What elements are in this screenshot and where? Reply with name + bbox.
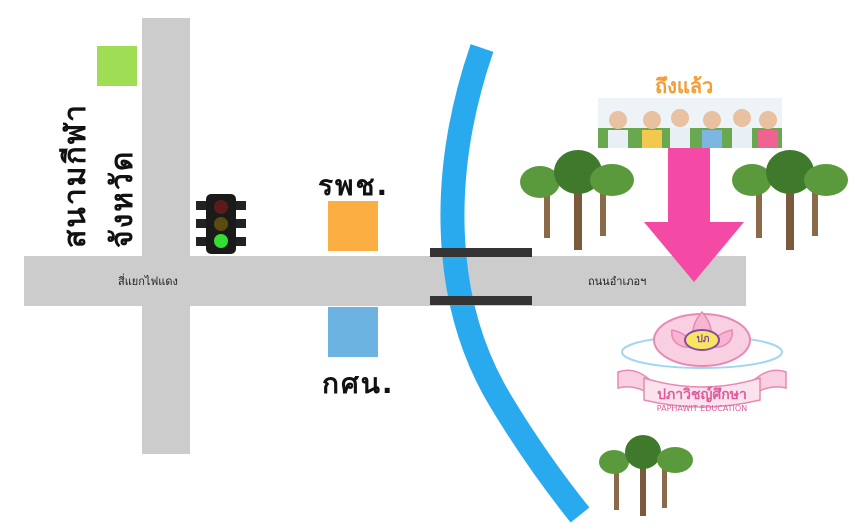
school-name-en: PAPHAWIT EDUCATION bbox=[656, 404, 748, 413]
bridge-rail-bottom bbox=[430, 296, 532, 305]
hospital-label: รพช. bbox=[318, 169, 390, 202]
tree-group-1 bbox=[520, 150, 634, 250]
school-logo bbox=[617, 310, 787, 408]
traffic-light-icon bbox=[196, 194, 246, 254]
destination-arrow bbox=[644, 146, 744, 282]
stadium-label: สนามกีฬาจังหวัด bbox=[58, 103, 140, 248]
nfe-marker bbox=[328, 307, 378, 357]
district-road-label: ถนนอำเภอฯ bbox=[588, 275, 647, 288]
bridge-rail-top bbox=[430, 248, 532, 257]
stadium-marker bbox=[97, 46, 137, 86]
nfe-label: กศน. bbox=[322, 367, 395, 400]
hospital-marker bbox=[328, 201, 378, 251]
vertical-road bbox=[142, 18, 190, 454]
river bbox=[440, 44, 590, 523]
children-photo bbox=[598, 98, 782, 148]
tree-group-2 bbox=[732, 150, 848, 250]
horizontal-road bbox=[24, 256, 746, 306]
arrived-label: ถึงแล้ว bbox=[655, 74, 714, 98]
school-logo-text: ปภ bbox=[696, 334, 710, 345]
tree-group-3 bbox=[599, 435, 693, 516]
school-name-thai: ปภาวิชญ์ศึกษา bbox=[657, 387, 747, 403]
intersection-label: สี่แยกไฟแดง bbox=[118, 275, 178, 288]
